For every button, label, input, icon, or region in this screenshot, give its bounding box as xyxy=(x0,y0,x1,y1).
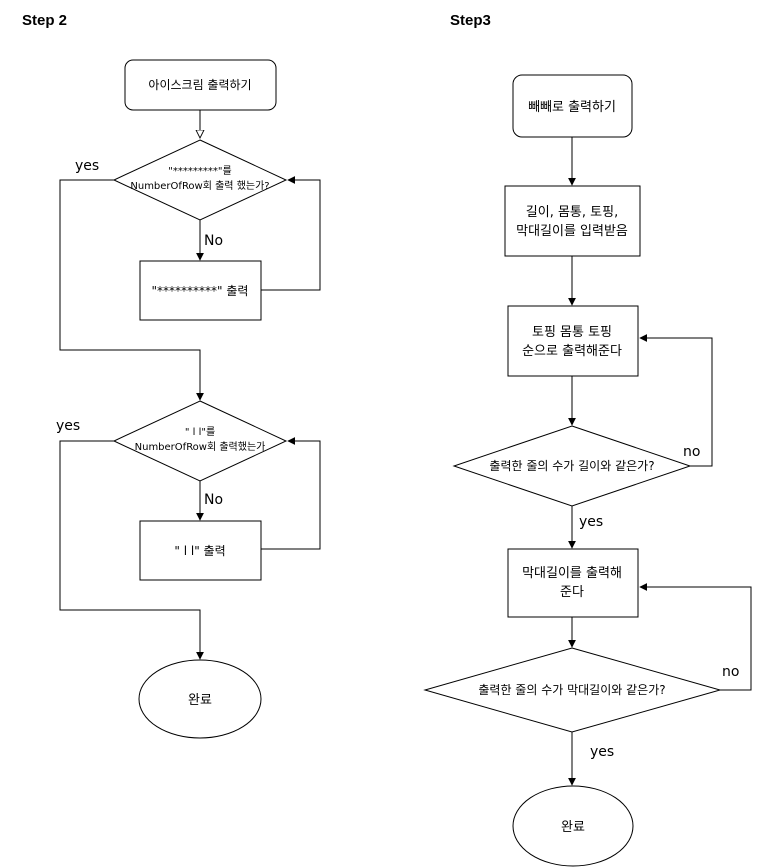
step3-stick-box xyxy=(507,548,639,618)
step3-yes2-label: yes xyxy=(590,744,614,760)
step2-action1-box xyxy=(139,260,262,321)
step2-cond1-line2: NumberOfRow회 출력 했는가? xyxy=(130,179,269,192)
step2-edge-action2-loop xyxy=(261,437,321,550)
step3-input-box xyxy=(504,185,641,257)
step2-action2-box xyxy=(139,520,262,581)
step3-cond1-label: 출력한 줄의 수가 길이와 같은가? xyxy=(489,459,654,473)
step2-yes2-label: yes xyxy=(56,418,80,434)
step2-action1-label: "**********" 출력 xyxy=(152,284,249,298)
step2-end-ellipse xyxy=(138,659,262,739)
step3-end-label: 완료 xyxy=(561,820,585,835)
step2-yes1-label: yes xyxy=(75,158,99,174)
step3-no2-label: no xyxy=(722,664,739,680)
step2-edge-cond2-yes xyxy=(59,440,204,660)
step2-edge-action1-loop xyxy=(261,176,321,291)
step2-cond1-diamond xyxy=(112,139,288,221)
step2-action2-label: " l l" 출력 xyxy=(174,544,225,558)
step2-no1-label: No xyxy=(204,233,223,249)
step3-stick-line2: 준다 xyxy=(560,585,584,600)
step2-start-label: 아이스크림 출력하기 xyxy=(148,78,251,92)
step3-no1-label: no xyxy=(683,444,700,460)
step3-title: Step3 xyxy=(450,12,491,29)
step3-body-line1: 토핑 몸통 토핑 xyxy=(532,325,612,340)
step2-cond2-line2: NumberOfRow회 출력했는가 xyxy=(135,440,266,453)
step3-cond2-label: 출력한 줄의 수가 막대길이와 같은가? xyxy=(478,683,665,697)
step3-input-line1: 길이, 몸통, 토핑, xyxy=(526,205,618,220)
step2-cond1-line1: "*********"를 xyxy=(168,165,231,177)
step2-edge-cond1-yes xyxy=(59,179,204,401)
step3-end-ellipse xyxy=(512,785,634,867)
step3-start-label: 빼빼로 출력하기 xyxy=(528,100,616,115)
step3-body-line2: 순으로 출력해준다 xyxy=(522,344,622,359)
step3-body-box xyxy=(507,305,639,377)
step3-stick-line1: 막대길이를 출력해 xyxy=(522,566,622,581)
step3-edge-cond1-no xyxy=(639,334,713,467)
step3-edge-cond2-no xyxy=(639,583,752,691)
step2-cond2-line1: " l l"를 xyxy=(185,426,215,438)
step3-yes1-label: yes xyxy=(579,514,603,530)
step2-title: Step 2 xyxy=(22,12,67,29)
step2-cond2-diamond xyxy=(112,400,288,482)
step2-no2-label: No xyxy=(204,492,223,508)
step2-end-label: 완료 xyxy=(188,693,212,708)
step3-input-line2: 막대길이를 입력받음 xyxy=(516,224,628,239)
